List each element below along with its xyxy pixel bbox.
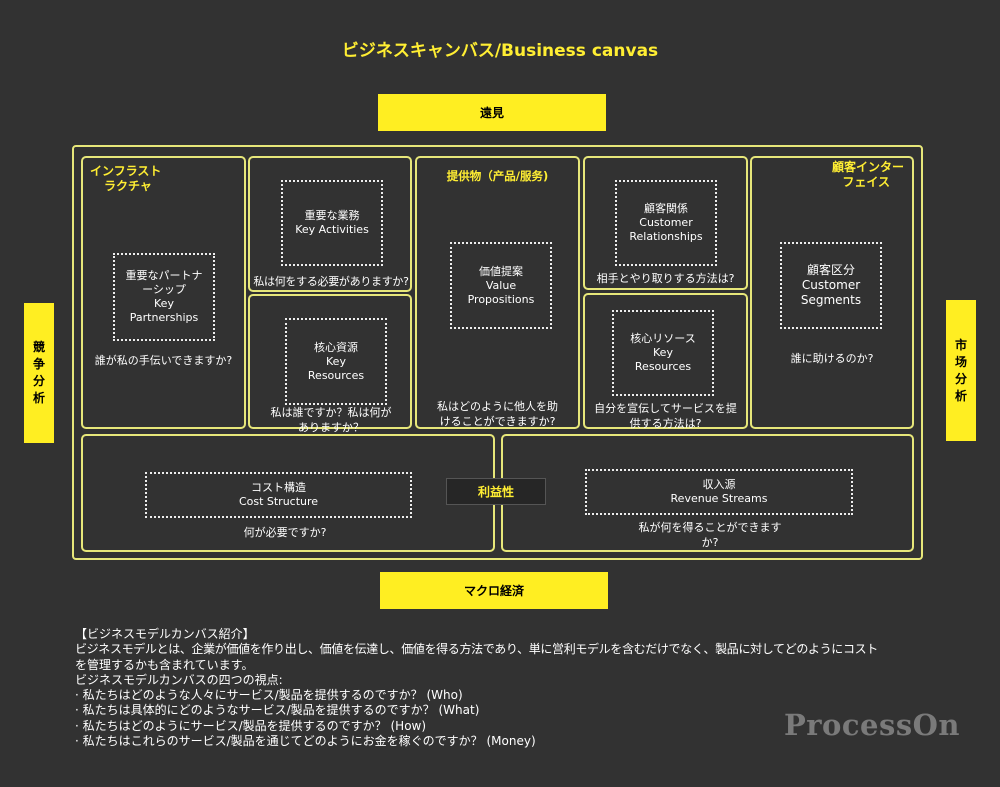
page-title: ビジネスキャンバス/Business canvas [341, 41, 659, 61]
revenue-streams-box: 収入源 Revenue Streams [585, 469, 853, 515]
infrastructure-cell: インフラスト ラクチャ [81, 156, 246, 429]
key-activities-cell [248, 156, 412, 292]
key-activities-box: 重要な業務 Key Activities [281, 180, 383, 266]
key-resources-cell [248, 294, 412, 429]
intro-text: 【ビジネスモデルカンバス紹介】 ビジネスモデルとは、企業が価値を作り出し、価値を… [75, 627, 915, 749]
customer-relationships-box: 顧客関係 Customer Relationships [615, 180, 717, 266]
partnerships-question: 誰が私の手伝いできますか? [94, 354, 233, 367]
value-question: 私はどのように他人を助 けることができますか? [437, 400, 558, 428]
intro-line: ビジネスモデルとは、企業が価値を作り出し、価値を伝達し、価値を得る方法であり、単… [75, 642, 878, 657]
competition-analysis-bar: 競 争 分 析 [24, 303, 54, 443]
customer-relationships-cell [583, 156, 748, 290]
processon-logo: ProcessOn [783, 708, 960, 742]
customer-segments-box: 顧客区分 Customer Segments [780, 242, 882, 329]
foresight-bar: 遠見 [378, 94, 606, 131]
value-propositions-box: 価値提案 Value Propositions [450, 242, 552, 329]
market-analysis-bar: 市 场 分 析 [946, 300, 976, 441]
profitability-label: 利益性 [446, 478, 546, 505]
key-partnerships-box: 重要なパートナ ーシップ Key Partnerships [113, 253, 215, 341]
bar-char: 析 [954, 388, 967, 403]
bar-char: 争 [32, 357, 45, 371]
bar-char: 场 [954, 354, 967, 369]
channels-question: 自分を宣伝してサービスを提 供する方法は? [594, 402, 737, 430]
customer-segments-cell: 顧客インター フェイス [750, 156, 914, 429]
intro-line: · 私たちは具体的にどのようなサービス/製品を提供するのですか？ (What) [75, 703, 480, 718]
customer-heading: 顧客インター フェイス [831, 160, 904, 189]
activities-question: 私は何をする必要がありますか? [253, 275, 409, 288]
intro-line: · 私たちはどのようにサービス/製品を提供するのですか？ (How) [75, 718, 427, 733]
cost-question: 何が必要ですか? [243, 526, 327, 539]
revenue-question: 私が何を得ることができます か? [638, 521, 782, 549]
bar-char: 分 [954, 371, 967, 386]
customer-question: 誰に助けるのか? [790, 352, 874, 365]
bar-char: 分 [32, 374, 45, 388]
canvas-frame [72, 145, 923, 560]
macro-economy-bar: マクロ経済 [380, 572, 608, 609]
cost-structure-box: コスト構造 Cost Structure [145, 472, 412, 518]
resources-question: 私は誰ですか？私は何が ありますか？ [270, 406, 392, 434]
channels-box: 核心リソース Key Resources [612, 310, 714, 396]
value-propositions-cell [415, 156, 580, 429]
bar-char: 競 [32, 340, 45, 354]
bar-char: 市 [954, 337, 967, 352]
key-resources-box: 核心資源 Key Resources [285, 318, 387, 405]
relationships-question: 相手とやり取りする方法は? [596, 272, 735, 285]
intro-line: を管理するかも含まれています。 [75, 657, 254, 672]
channels-cell [583, 293, 748, 429]
infrastructure-heading: インフラスト ラクチャ [90, 164, 162, 193]
intro-line: · 私たちはこれらのサービス/製品を通じてどのようにお金を稼ぐのですか？ (Mo… [75, 734, 536, 749]
offer-heading: 提供物（产品/服务) [446, 169, 549, 183]
bar-char: 析 [32, 391, 45, 405]
intro-line: · 私たちはどのような人々にサービス/製品を提供するのですか？ (Who) [75, 688, 463, 703]
intro-line: ビジネスモデルカンバスの四つの視点: [75, 672, 283, 687]
intro-line: 【ビジネスモデルカンバス紹介】 [75, 627, 255, 641]
